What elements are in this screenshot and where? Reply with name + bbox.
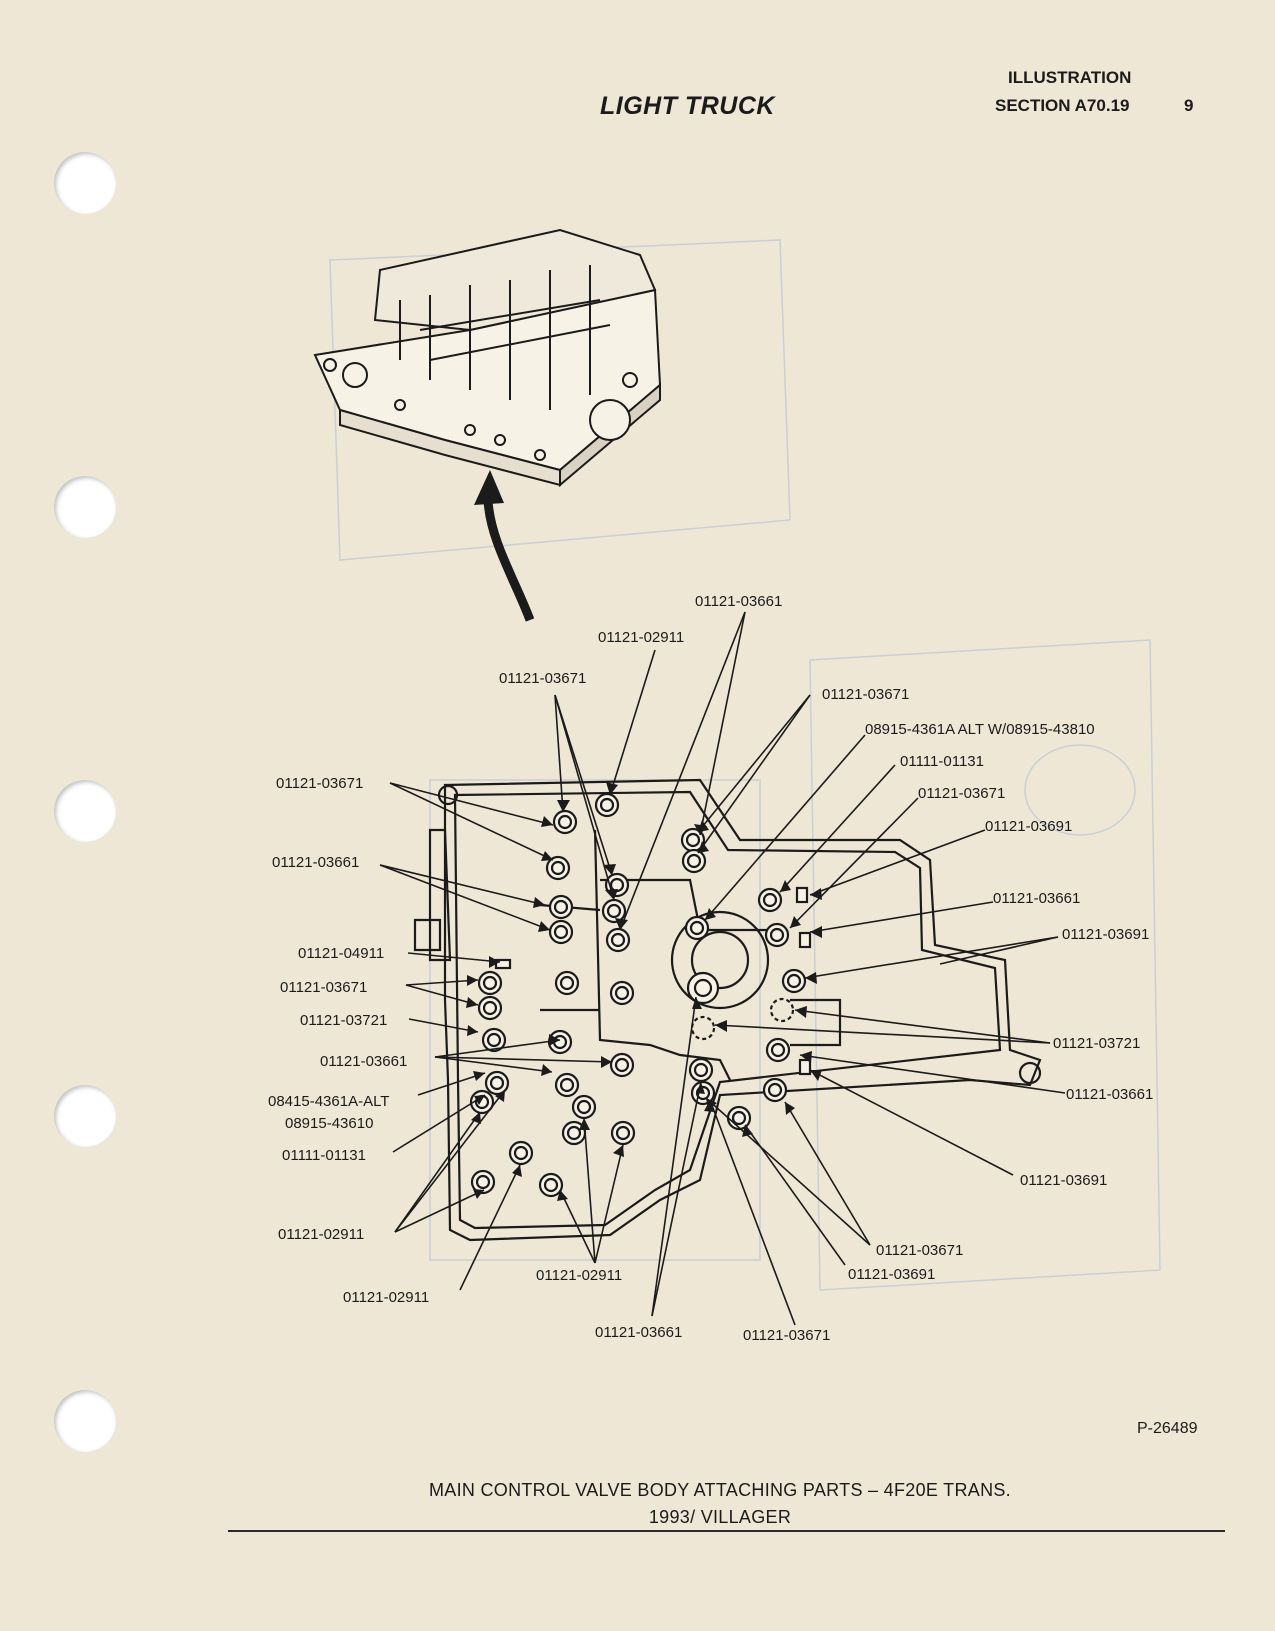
- bolt: [484, 1070, 510, 1096]
- bolt: [764, 922, 790, 948]
- part-label: 01111-01131: [900, 753, 984, 770]
- bolt: [552, 809, 578, 835]
- part-label: 01121-03671: [822, 686, 909, 703]
- bolt: [481, 1027, 507, 1053]
- part-label: 01121-03691: [985, 818, 1072, 835]
- part-label: 01121-03661: [1066, 1086, 1153, 1103]
- bolt: [571, 1094, 597, 1120]
- bolt-side: [795, 886, 809, 904]
- part-label: 01121-02911: [536, 1267, 622, 1284]
- binder-hole: [54, 1390, 116, 1452]
- bolt: [726, 1105, 752, 1131]
- part-label: 01121-03671: [280, 979, 367, 996]
- part-label: 01121-03691: [848, 1266, 935, 1283]
- figure-code: P-26489: [1137, 1420, 1198, 1437]
- hidden-bolt: [690, 1015, 716, 1041]
- bolt: [554, 970, 580, 996]
- binder-hole: [54, 1085, 116, 1147]
- part-label: 01121-03661: [595, 1324, 682, 1341]
- bolt: [762, 1077, 788, 1103]
- part-label: 01121-02911: [598, 629, 684, 646]
- part-label: 08915-4361A ALT W/08915-43810: [865, 721, 1095, 738]
- pointer-arrow: [474, 470, 535, 622]
- bolt: [545, 855, 571, 881]
- bolt: [765, 1037, 791, 1063]
- part-label: 01121-03661: [695, 593, 782, 610]
- part-label: 01121-03671: [743, 1327, 830, 1344]
- part-label: 01121-02911: [343, 1289, 429, 1306]
- part-label: 01121-04911: [298, 945, 384, 962]
- part-label: 01121-03671: [499, 670, 586, 687]
- bolt: [508, 1140, 534, 1166]
- part-label: 08415-4361A-ALT: [268, 1093, 389, 1110]
- bolt: [688, 1057, 714, 1083]
- bolt-side: [798, 1058, 812, 1076]
- bolt-side: [798, 931, 812, 949]
- part-label: 01121-03661: [320, 1053, 407, 1070]
- bottom-rule: [228, 1530, 1225, 1532]
- hidden-bolt: [769, 997, 795, 1023]
- page-title: LIGHT TRUCK: [600, 92, 775, 120]
- part-label: 01121-03721: [1053, 1035, 1140, 1052]
- bolt: [594, 792, 620, 818]
- bolt: [681, 848, 707, 874]
- binder-hole: [54, 152, 116, 214]
- page-number: 9: [1184, 96, 1194, 115]
- part-labels: 01121-03661 01121-02911 01121-03671 0112…: [268, 593, 1153, 1344]
- arrowheads: [466, 782, 822, 1201]
- bolt: [684, 915, 710, 941]
- part-label: 01121-03691: [1062, 926, 1149, 943]
- valve-body-plate: [413, 778, 1042, 1242]
- bolt-heads: [469, 792, 812, 1198]
- bolt: [609, 980, 635, 1006]
- illustration-label: ILLUSTRATION: [1008, 68, 1132, 87]
- part-label: 01121-02911: [278, 1226, 364, 1243]
- part-label: 01121-03661: [993, 890, 1080, 907]
- bolt: [781, 968, 807, 994]
- bolt: [757, 887, 783, 913]
- bolt: [470, 1169, 496, 1195]
- bolt: [609, 1052, 635, 1078]
- binder-hole: [54, 780, 116, 842]
- binder-hole: [54, 476, 116, 538]
- part-label: 01121-03671: [918, 785, 1005, 802]
- caption-line-1: MAIN CONTROL VALVE BODY ATTACHING PARTS …: [428, 1480, 1011, 1500]
- part-label: 01121-03661: [272, 854, 359, 871]
- bolt: [686, 971, 720, 1005]
- part-label: 01121-03671: [876, 1242, 963, 1259]
- part-label: 08915-43610: [285, 1115, 373, 1132]
- bolt: [610, 1120, 636, 1146]
- part-label: 01121-03691: [1020, 1172, 1107, 1189]
- bolt: [477, 995, 503, 1021]
- bolt: [601, 898, 627, 924]
- part-label: 01121-03671: [276, 775, 363, 792]
- bolt: [538, 1172, 564, 1198]
- part-label: 01121-03721: [300, 1012, 387, 1029]
- valve-body-isometric: [313, 228, 662, 488]
- bolt: [548, 894, 574, 920]
- section-label: SECTION A70.19: [995, 96, 1130, 115]
- bolt: [554, 1072, 580, 1098]
- bolt: [477, 970, 503, 996]
- bolt: [605, 927, 631, 953]
- caption-line-2: 1993/ VILLAGER: [648, 1507, 792, 1527]
- leader-lines: [379, 611, 1066, 1326]
- bolt: [548, 919, 574, 945]
- part-label: 01111-01131: [282, 1147, 366, 1164]
